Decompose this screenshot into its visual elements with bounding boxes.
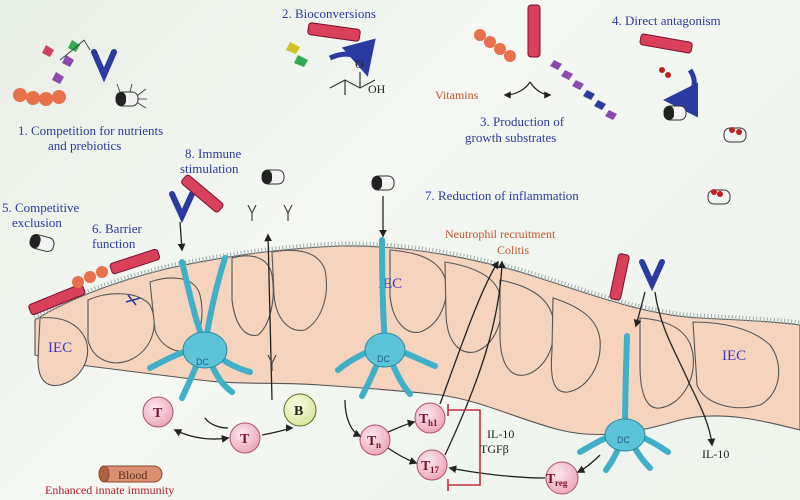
svg-text:T: T	[419, 412, 429, 427]
t-cell-left: T	[142, 396, 174, 428]
treg-cell: T reg	[545, 461, 579, 495]
dc-label-center: DC	[377, 354, 390, 364]
svg-text:T: T	[240, 432, 250, 447]
vitamins-label: Vitamins	[435, 88, 479, 102]
blood-vessel	[98, 465, 163, 483]
colitis-label: Colitis	[497, 243, 529, 257]
competitive-exclusion-labels: 5. Competitive exclusion	[2, 200, 80, 230]
surface-bacteria	[28, 233, 161, 316]
mechanism-1-label: 1. Competition for nutrients and prebiot…	[18, 123, 163, 153]
barrier-function-labels: 6. Barrier function	[92, 221, 142, 251]
growth-substrate-icons	[474, 4, 617, 120]
svg-text:5. Competitive: 5. Competitive	[2, 200, 80, 215]
mechanism-3-label: 3. Production of growth substrates	[465, 114, 565, 145]
bioconversion-icons: O OH	[286, 22, 386, 96]
svg-text:and prebiotics: and prebiotics	[48, 138, 121, 153]
svg-text:h1: h1	[428, 418, 438, 428]
t17-cell: T 17	[416, 449, 448, 481]
dendritic-cell-right: DC	[577, 333, 671, 473]
mechanism-7-label: 7. Reduction of inflammation	[425, 188, 579, 203]
direct-antagonism-icons	[639, 33, 747, 205]
il10-label-middle: IL-10	[487, 427, 514, 441]
svg-text:T: T	[367, 434, 377, 449]
mechanism-4-label: 4. Direct antagonism	[612, 13, 721, 28]
svg-text:8. Immune: 8. Immune	[185, 146, 242, 161]
neutrophil-label: Neutrophil recruitment	[445, 227, 556, 241]
svg-text:exclusion: exclusion	[12, 215, 62, 230]
svg-text:T: T	[153, 406, 163, 421]
il10-label-right: IL-10	[702, 447, 729, 461]
svg-text:n: n	[376, 440, 381, 450]
svg-text:stimulation: stimulation	[180, 161, 239, 176]
iec-label-right: IEC	[722, 348, 746, 364]
svg-text:17: 17	[430, 465, 440, 475]
svg-text:reg: reg	[555, 478, 568, 488]
innate-immunity-label: Enhanced innate immunity	[45, 483, 174, 497]
immune-stimulation-icons	[169, 169, 293, 401]
inflammation-bacteria	[371, 175, 395, 238]
svg-text:function: function	[92, 236, 136, 251]
svg-text:T: T	[546, 472, 556, 487]
nutrient-icons	[13, 39, 147, 109]
mechanism-2-label: 2. Bioconversions	[282, 6, 376, 21]
svg-text:1. Competition for nutrients: 1. Competition for nutrients	[18, 123, 163, 138]
tn-cell: T n	[359, 424, 391, 456]
dendritic-cell-left: DC	[147, 255, 253, 401]
svg-text:OH: OH	[368, 82, 386, 96]
dc-label-left: DC	[196, 357, 209, 367]
svg-text:growth substrates: growth substrates	[465, 130, 556, 145]
svg-text:O: O	[355, 57, 364, 71]
svg-text:B: B	[294, 404, 303, 419]
tgfb-label: TGFβ	[480, 442, 509, 456]
blood-label: Blood	[118, 468, 147, 482]
svg-text:3. Production of: 3. Production of	[480, 114, 565, 129]
immune-stimulation-labels: 8. Immune stimulation	[180, 146, 242, 176]
epithelium	[33, 241, 800, 436]
t-cell-middle: T	[229, 422, 261, 454]
dc-label-right: DC	[617, 435, 630, 445]
iec-label-left: IEC	[48, 340, 72, 356]
svg-text:6. Barrier: 6. Barrier	[92, 221, 142, 236]
svg-text:T: T	[421, 459, 431, 474]
dendritic-cell-center: DC	[335, 237, 438, 399]
th1-cell: T h1	[414, 402, 446, 434]
b-cell: B	[283, 393, 317, 427]
right-bacteria	[609, 253, 716, 447]
